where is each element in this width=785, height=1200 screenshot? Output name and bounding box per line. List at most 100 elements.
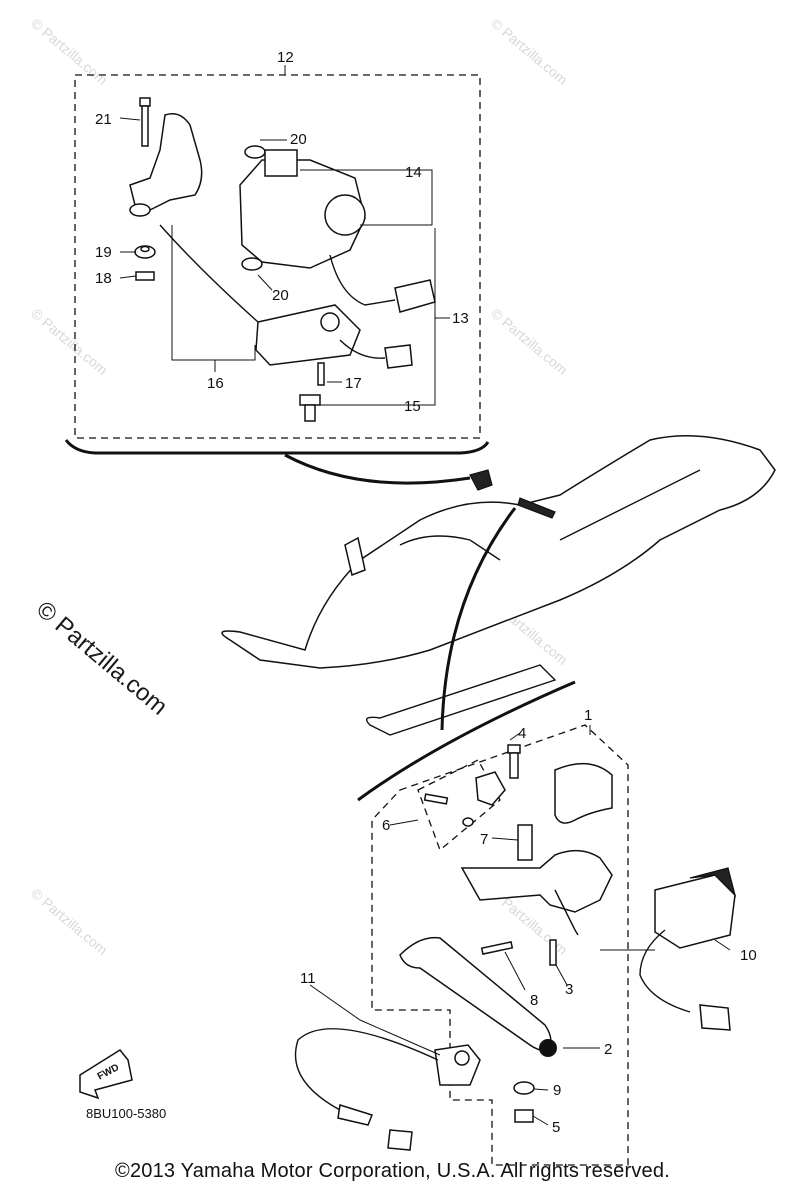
assembly-12-outline bbox=[74, 74, 481, 439]
leader-6 bbox=[389, 819, 419, 826]
nut-5 bbox=[514, 1109, 534, 1123]
screw-6 bbox=[423, 793, 449, 805]
housing-bracket bbox=[554, 889, 579, 936]
leader-11 bbox=[309, 984, 441, 1056]
callout-5: 5 bbox=[552, 1119, 560, 1136]
watermark-small-2: © Partzilla.com bbox=[488, 15, 571, 88]
screw-4-shank bbox=[509, 752, 519, 779]
callout-16: 16 bbox=[207, 375, 224, 392]
leader-10 bbox=[714, 939, 731, 951]
arrow-to-upper-assembly bbox=[284, 453, 471, 485]
callout-17: 17 bbox=[345, 375, 362, 392]
watermark-small-4: © Partzilla.com bbox=[488, 305, 571, 378]
watermark-small-3: © Partzilla.com bbox=[28, 305, 111, 378]
bolt-15-shank bbox=[304, 404, 316, 422]
stop-switch-6 bbox=[475, 771, 506, 806]
leader-20-bottom bbox=[257, 274, 273, 291]
arrow-to-throttle-mount bbox=[440, 507, 517, 731]
grommet-20-bottom bbox=[241, 257, 263, 271]
throttle-sensor-11 bbox=[434, 1044, 481, 1086]
snowmobile-handle bbox=[344, 536, 366, 577]
snowmobile-seat-line bbox=[559, 469, 701, 541]
screw-3 bbox=[549, 939, 557, 966]
module-10-top bbox=[689, 867, 737, 897]
bolt-21-head bbox=[139, 97, 151, 107]
callout-15: 15 bbox=[404, 398, 421, 415]
callout-2: 2 bbox=[604, 1041, 612, 1058]
callout-20-bottom: 20 bbox=[272, 287, 289, 304]
copyright-notice: ©2013 Yamaha Motor Corporation, U.S.A. A… bbox=[115, 1160, 670, 1182]
pin-8 bbox=[480, 941, 514, 955]
callout-7: 7 bbox=[480, 831, 488, 848]
leader-21 bbox=[119, 117, 141, 121]
sensor-cable bbox=[294, 1028, 439, 1111]
callout-4: 4 bbox=[518, 725, 526, 742]
callout-11: 11 bbox=[300, 970, 316, 987]
bolt-15-head bbox=[299, 394, 321, 406]
unit-16-cable bbox=[339, 339, 386, 359]
callout-3: 3 bbox=[565, 981, 573, 998]
snowmobile-ski bbox=[366, 664, 557, 736]
lever-ball-end bbox=[539, 1039, 557, 1057]
nut-18 bbox=[135, 271, 155, 281]
callout-19: 19 bbox=[95, 244, 112, 261]
throttle-cap bbox=[554, 762, 613, 824]
lower-assembly: 1 4 6 7 8 3 2 9 5 10 11 bbox=[294, 680, 757, 1166]
leader-15 bbox=[320, 318, 436, 406]
leader-8 bbox=[504, 951, 526, 991]
harness-wire bbox=[159, 224, 259, 323]
callout-21: 21 bbox=[95, 111, 112, 128]
watermark-small-1: © Partzilla.com bbox=[28, 15, 111, 88]
module-10-cable bbox=[639, 929, 691, 1013]
snowmobile-illustration bbox=[221, 435, 776, 736]
bolt-21-shank bbox=[141, 105, 149, 147]
leader-18 bbox=[119, 275, 137, 279]
grommet-20-top bbox=[244, 145, 266, 159]
washer-19-hole bbox=[140, 245, 150, 253]
callout-9: 9 bbox=[553, 1082, 561, 1099]
throttle-housing bbox=[460, 849, 613, 913]
callout-6: 6 bbox=[382, 817, 390, 834]
bracket-grommet bbox=[129, 203, 151, 217]
assembly-1-outline bbox=[371, 724, 629, 1166]
sensor-shaft bbox=[454, 1050, 470, 1066]
bracket-part bbox=[129, 113, 203, 211]
sensor-cable-boot bbox=[337, 1104, 373, 1126]
throttle-lever-2 bbox=[399, 936, 552, 1052]
lower-box-rule bbox=[357, 680, 576, 802]
fwd-arrow-icon bbox=[79, 1049, 133, 1100]
unit-14-top-box bbox=[264, 149, 298, 177]
washer-9 bbox=[513, 1081, 535, 1095]
unit-16-connector bbox=[384, 344, 413, 369]
unit-16-body bbox=[255, 304, 361, 366]
callout-14: 14 bbox=[405, 164, 422, 181]
watermark-small-6: © Partzilla.com bbox=[28, 885, 111, 958]
switch-module-10 bbox=[654, 874, 736, 949]
upper-assembly: 12 21 20 14 19 18 20 13 17 16 15 bbox=[64, 49, 490, 455]
callout-8: 8 bbox=[530, 992, 538, 1009]
sleeve-7 bbox=[517, 824, 533, 861]
diagram-part-code: 8BU100-5380 bbox=[86, 1106, 166, 1121]
mount-point-lower bbox=[517, 497, 556, 519]
leader-16 bbox=[171, 225, 256, 361]
leader-14 bbox=[300, 169, 433, 226]
callout-13: 13 bbox=[452, 310, 469, 327]
callout-18: 18 bbox=[95, 270, 112, 287]
clip-6 bbox=[462, 817, 474, 827]
callout-1: 1 bbox=[584, 707, 592, 724]
mount-point-upper bbox=[469, 469, 493, 491]
snowmobile-cowl-detail bbox=[399, 535, 501, 561]
unit-16-knob bbox=[320, 312, 340, 332]
leader-7 bbox=[491, 837, 519, 841]
leader-9 bbox=[533, 1088, 549, 1091]
leader-5 bbox=[532, 1115, 549, 1126]
assembly-6-outline bbox=[417, 759, 501, 852]
watermark-large: © Partzilla.com bbox=[31, 596, 172, 721]
screw-17 bbox=[317, 362, 325, 386]
leader-4 bbox=[509, 732, 521, 741]
leader-3 bbox=[555, 964, 568, 986]
unit-14-connector bbox=[394, 279, 436, 313]
sensor-connector bbox=[387, 1129, 413, 1151]
callout-10: 10 bbox=[740, 947, 757, 964]
